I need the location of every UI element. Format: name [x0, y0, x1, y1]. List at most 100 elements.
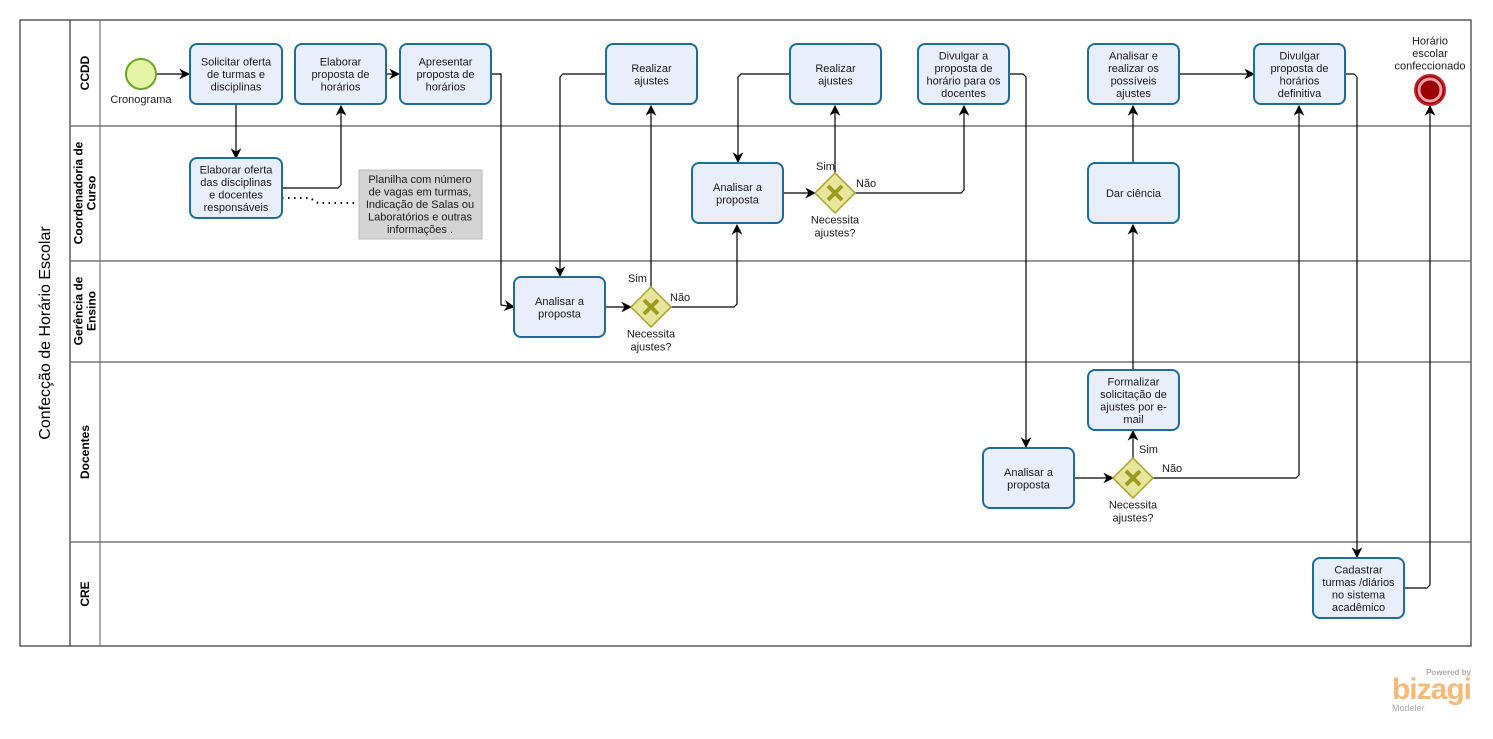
- flow-ajustes1-to-analisar-ger: [554, 73, 606, 278]
- annotation-text-line: de vagas em turmas,: [369, 187, 472, 199]
- task-label-line: horários: [1280, 75, 1320, 87]
- task-label-line: Formalizar: [1108, 376, 1160, 388]
- end-event-label-line: Horário: [1412, 36, 1448, 48]
- task-label-line: possíveis: [1111, 75, 1157, 87]
- task-dar-ciencia[interactable]: Dar ciência: [1087, 162, 1180, 224]
- task-label-line: turmas /diários: [1322, 577, 1395, 589]
- task-label-line: Elaborar: [320, 57, 362, 69]
- lane-title-line: Docentes: [78, 425, 92, 479]
- task-label-line: responsáveis: [204, 202, 269, 214]
- gateway-question-line: ajustes?: [815, 228, 856, 240]
- task-label-line: Divulgar a: [939, 50, 989, 62]
- task-box: [982, 447, 1075, 509]
- lane-title-coordenadoria: Coordenadoria deCurso: [72, 141, 99, 244]
- lane-title-line: Curso: [85, 176, 99, 211]
- lane-title-docentes: Docentes: [78, 425, 92, 479]
- task-label-line: no sistema: [1332, 589, 1386, 601]
- exclusive-x-icon: [826, 184, 844, 202]
- task-box: [605, 43, 698, 105]
- task-label-line: e docentes: [209, 189, 263, 201]
- gateway-no-label: Não: [856, 178, 876, 190]
- task-label-line: ajustes: [1116, 88, 1151, 100]
- task-label-line: proposta de: [934, 63, 992, 75]
- exclusive-x-icon: [1124, 469, 1142, 487]
- pool-border: [19, 19, 1472, 647]
- lane-separators: [70, 125, 1471, 543]
- task-label-line: proposta de: [416, 69, 474, 81]
- flow-gateway2-nao: [855, 104, 970, 194]
- annotation-text-line: informações .: [387, 224, 453, 236]
- start-event[interactable]: Cronograma: [110, 58, 172, 106]
- task-label-line: Realizar: [815, 63, 856, 75]
- task-box: [789, 43, 882, 105]
- flow-ajustes2-to-analisar-coord: [732, 73, 790, 164]
- annotation-text-line: Laboratórios e outras: [368, 212, 472, 224]
- task-label-line: de turmas e: [207, 69, 265, 81]
- modeler-text: Modeler: [1391, 703, 1425, 713]
- pool-title: Confecção de Horário Escolar: [37, 226, 54, 440]
- end-event-label-line: confeccionado: [1395, 61, 1466, 73]
- gateway-no-label: Não: [670, 292, 690, 304]
- flow-oferta-to-elaborar-proposta: [282, 104, 347, 189]
- flow-divulgar-def-to-cadastrar: [1345, 73, 1363, 559]
- task-label-line: horários: [426, 82, 466, 94]
- flow-apresentar-to-analisar-ger: [491, 73, 516, 311]
- task-label-line: acadêmico: [1332, 602, 1385, 614]
- flow-gateway3-nao: [1153, 104, 1305, 479]
- task-label-line: docentes: [941, 88, 986, 100]
- task-label-line: Analisar a: [713, 182, 763, 194]
- task-label-line: Divulgar: [1279, 50, 1320, 62]
- task-label-line: proposta de: [311, 69, 369, 81]
- task-box: [1087, 43, 1180, 105]
- flow-cadastrar-to-end: [1404, 104, 1436, 589]
- gateway-question-line: Necessita: [811, 215, 860, 227]
- task-box: [1087, 369, 1180, 431]
- task-label-line: disciplinas: [211, 82, 262, 94]
- exclusive-x-icon: [642, 298, 660, 316]
- task-box: [917, 43, 1010, 105]
- task-box: [513, 276, 606, 338]
- end-event-ring: [1417, 77, 1443, 103]
- task-label-line: horário para os: [927, 75, 1001, 87]
- task-label-line: horários: [321, 82, 361, 94]
- task-label-line: Dar ciência: [1106, 188, 1162, 200]
- task-box: [691, 162, 784, 224]
- task-label-line: proposta: [1007, 479, 1051, 491]
- gateway-yes-label: Sim: [628, 273, 647, 285]
- gateway-no-label: Não: [1162, 463, 1182, 475]
- gateway-yes-label: Sim: [816, 161, 835, 173]
